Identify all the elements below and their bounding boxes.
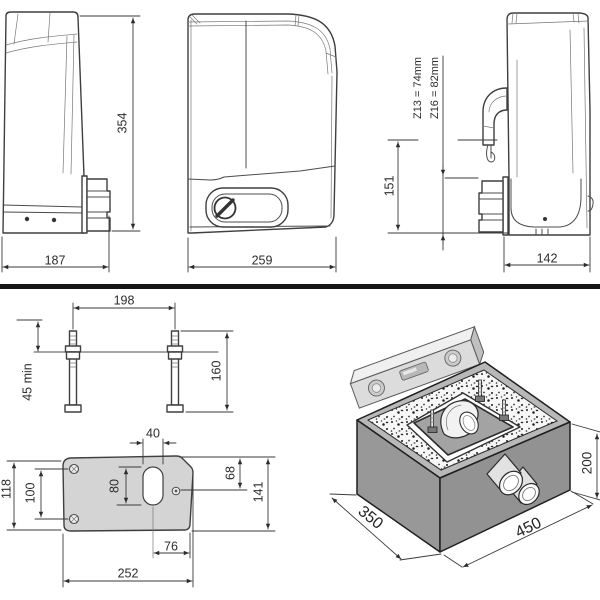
diagram-foundation: 350 450 200	[329, 325, 600, 568]
dim-left-height: 118	[0, 460, 62, 531]
level-vial	[448, 353, 458, 363]
dim-label-z16: Z16 = 82mm	[429, 57, 441, 119]
dim-slot-to-right-edge: 76	[153, 532, 191, 559]
anchor-bolt-right	[166, 330, 184, 413]
dim-label-40: 40	[146, 426, 160, 440]
dim-label-187: 187	[45, 253, 66, 267]
plate-small-hole-center	[174, 489, 178, 493]
dim-label-151: 151	[382, 176, 396, 197]
dim-label-160: 160	[209, 361, 223, 382]
plate-slot	[142, 466, 164, 506]
pinion-mount-plate	[502, 176, 509, 236]
motor-body-side-left	[2, 11, 85, 234]
conduit-pipe	[486, 453, 524, 496]
pinion-gear-side	[478, 180, 504, 233]
base-screw	[51, 217, 57, 223]
anchor-bolt-left	[64, 330, 82, 413]
embedded-anchor-bolt	[475, 379, 485, 402]
dim-label-68: 68	[223, 466, 237, 480]
dim-body-depth: 187	[1, 215, 110, 273]
dim-label-141: 141	[251, 482, 265, 503]
motor-body-front	[187, 13, 338, 234]
diagram-anchor-bolts: 198 45 min 160	[16, 293, 234, 413]
dim-slot-length: 80	[107, 466, 142, 506]
dim-right-height: 141	[191, 458, 276, 532]
conduit-pipe	[506, 466, 540, 506]
diagram-base-plate: 40 80 68 141 118 100	[0, 426, 276, 588]
spirit-level	[349, 325, 485, 409]
conduit-elbow	[482, 87, 508, 146]
dim-pinion-height: Z13 = 74mm Z16 = 82mm	[412, 55, 498, 251]
level-center-highlight	[402, 367, 417, 376]
dim-label-450: 450	[513, 514, 545, 541]
level-vial	[371, 383, 382, 393]
dim-foundation-height: 200	[571, 423, 600, 501]
keyhole-slot	[215, 198, 235, 218]
dim-label-354: 354	[115, 113, 129, 134]
release-cable-hook	[486, 144, 496, 163]
dim-hole-spacing: 100	[23, 468, 69, 520]
dim-label-259: 259	[252, 253, 273, 267]
dim-label-z13: Z13 = 74mm	[412, 57, 424, 119]
dim-min-protrusion: 45 min	[16, 319, 43, 401]
dim-label-45min: 45 min	[20, 363, 34, 401]
drain-dot	[543, 217, 547, 221]
dim-label-198: 198	[114, 293, 135, 307]
pinion-gear-side	[86, 178, 111, 232]
dim-label-76: 76	[164, 539, 178, 553]
dim-body-depth-right: 142	[503, 236, 591, 273]
embedded-anchor-bolt	[499, 399, 509, 421]
dim-height-to-pinion: 151	[382, 139, 509, 234]
view-front: 259	[187, 13, 338, 273]
dim-label-118: 118	[0, 479, 13, 499]
base-screw	[24, 216, 30, 222]
pinion-mount-plate	[81, 175, 88, 234]
section-divider	[0, 284, 600, 289]
dim-bolt-length: 160	[180, 330, 234, 413]
conduit-elbow-embedded	[440, 400, 479, 439]
dim-label-100: 100	[23, 483, 37, 504]
dim-label-200: 200	[580, 452, 595, 475]
dim-bolt-spacing: 198	[72, 293, 176, 330]
embedded-anchor-bolt	[427, 409, 438, 433]
dim-hole-to-top-edge: 68	[179, 456, 276, 491]
release-recess-inner	[211, 193, 283, 223]
dim-body-width: 259	[187, 236, 337, 273]
dim-label-80: 80	[107, 479, 121, 493]
dim-slot-width: 40	[129, 426, 177, 465]
dim-overall-height: 354	[79, 15, 141, 232]
view-side-right: 151 Z13 = 74mm Z16 = 82mm 142	[382, 12, 594, 273]
dim-label-252: 252	[118, 566, 139, 580]
view-side-left: 354 187	[1, 11, 141, 273]
motor-body-side-right	[506, 12, 591, 236]
dim-label-142: 142	[537, 251, 558, 265]
dim-plate-width: 252	[62, 473, 194, 588]
